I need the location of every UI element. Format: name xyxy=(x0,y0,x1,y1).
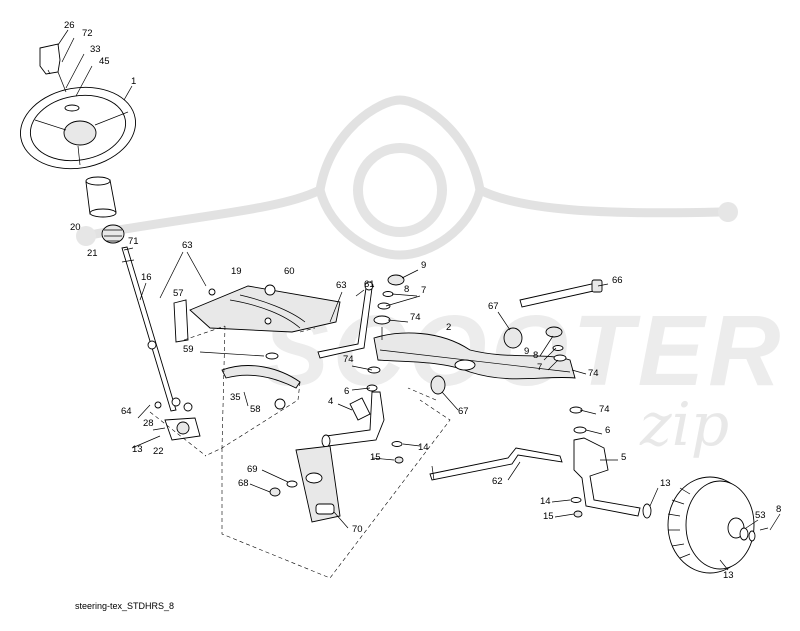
tie-rod xyxy=(429,447,563,481)
part-number: 19 xyxy=(231,266,242,277)
part-number: 67 xyxy=(488,301,499,312)
pivot-bolt xyxy=(519,279,603,308)
part-number: 58 xyxy=(250,404,261,415)
part-number: 62 xyxy=(492,476,503,487)
part-number: 67 xyxy=(458,406,469,417)
part-number: 61 xyxy=(364,279,375,290)
side-bracket xyxy=(173,299,189,343)
watermark-logo: SCOOTER zip xyxy=(76,95,780,460)
spacer-upper xyxy=(503,327,523,349)
part-number: 8 xyxy=(776,504,781,515)
pinion-gear xyxy=(101,224,125,244)
part-number: 21 xyxy=(87,248,98,259)
part-number: 22 xyxy=(153,446,164,457)
front-wheel xyxy=(667,476,769,574)
part-number: 59 xyxy=(183,344,194,355)
right-spindle xyxy=(570,437,652,519)
bushing-sleeve xyxy=(85,176,117,218)
part-number: 16 xyxy=(141,272,152,283)
part-number: 7 xyxy=(421,285,426,296)
part-number: 7 xyxy=(537,362,542,373)
diagram-caption: steering-tex_STDHRS_8 xyxy=(75,601,175,611)
part-number: 63 xyxy=(336,280,347,291)
part-number: 6 xyxy=(605,425,610,436)
part-number: 4 xyxy=(328,396,333,407)
part-number: 5 xyxy=(621,452,626,463)
part-number: 2 xyxy=(446,322,451,333)
front-axle xyxy=(373,332,576,380)
part-number: 71 xyxy=(128,236,139,247)
part-number: 13 xyxy=(660,478,671,489)
part-number: 57 xyxy=(173,288,184,299)
left-hardware-stack xyxy=(366,274,405,392)
sector-gear xyxy=(221,352,301,410)
right-hardware-stack xyxy=(545,326,587,434)
part-number: 33 xyxy=(90,44,101,55)
steering-shaft xyxy=(121,246,177,412)
part-number: 8 xyxy=(404,284,409,295)
part-number: 74 xyxy=(343,354,354,365)
part-number: 35 xyxy=(230,392,241,403)
part-number: 13 xyxy=(723,570,734,581)
part-number: 45 xyxy=(99,56,110,67)
part-number: 15 xyxy=(370,452,381,463)
part-number: 9 xyxy=(421,260,426,271)
part-number: 20 xyxy=(70,222,81,233)
steering-plate xyxy=(189,284,341,333)
part-number: 63 xyxy=(182,240,193,251)
part-number: 74 xyxy=(599,404,610,415)
leader-lines xyxy=(123,247,781,571)
spacer-lower xyxy=(430,375,446,395)
part-number: 26 xyxy=(64,20,75,31)
part-number: 64 xyxy=(121,406,132,417)
drag-link xyxy=(317,281,374,359)
lower-bracket xyxy=(154,397,201,441)
part-number: 74 xyxy=(410,312,421,323)
mounting-plate xyxy=(269,445,341,523)
part-number: 68 xyxy=(238,478,249,489)
left-spindle xyxy=(321,391,404,464)
part-number: 15 xyxy=(543,511,554,522)
part-number: 69 xyxy=(247,464,258,475)
part-number: 14 xyxy=(540,496,551,507)
part-number: 53 xyxy=(755,510,766,521)
steering-wheel xyxy=(20,86,136,170)
part-number: 74 xyxy=(588,368,599,379)
part-number: 28 xyxy=(143,418,154,429)
part-number: 6 xyxy=(344,386,349,397)
part-number: 60 xyxy=(284,266,295,277)
part-number: 8 xyxy=(533,350,538,361)
watermark-script: zip xyxy=(639,390,729,460)
part-number: 1 xyxy=(131,76,136,87)
part-number: 70 xyxy=(352,524,363,535)
part-number: 13 xyxy=(132,444,143,455)
part-number: 14 xyxy=(418,442,429,453)
part-number: 66 xyxy=(612,275,623,286)
part-number: 9 xyxy=(524,346,529,357)
steering-cap xyxy=(39,43,67,93)
part-number: 72 xyxy=(82,28,93,39)
part-labels: 26 72 33 45 1 20 21 71 16 63 19 60 63 61… xyxy=(64,20,781,581)
